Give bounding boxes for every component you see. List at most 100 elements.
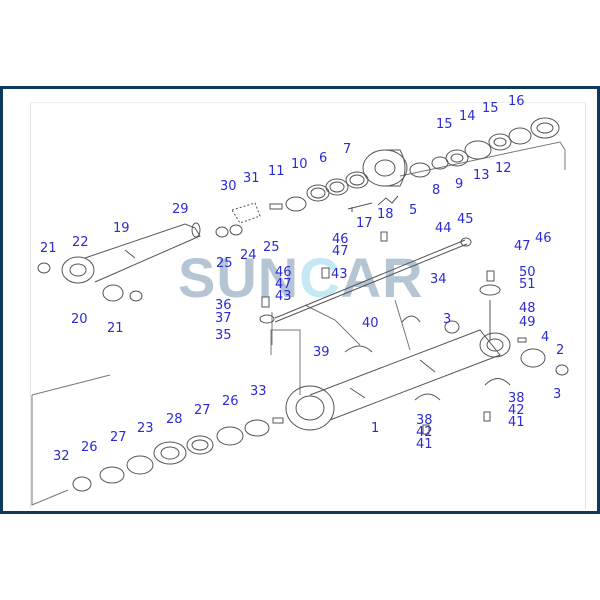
bolt-46 xyxy=(321,267,330,279)
seal-3a xyxy=(444,320,460,334)
bolt-41a xyxy=(422,424,430,435)
part-label: 41 xyxy=(508,415,525,430)
part-label: 47 xyxy=(275,277,292,292)
part-label: 14 xyxy=(459,109,476,124)
part-label: 17 xyxy=(356,216,373,231)
part-label: 47 xyxy=(332,244,349,259)
ring-24 xyxy=(229,224,243,236)
clamp-35 xyxy=(259,314,275,324)
spring-18 xyxy=(377,195,399,206)
part-label: 11 xyxy=(268,164,285,179)
part-label: 42 xyxy=(508,403,525,418)
seal-3b xyxy=(555,364,569,376)
part-label: 28 xyxy=(166,412,183,427)
part-label: 3 xyxy=(443,312,452,327)
part-label: 9 xyxy=(455,177,464,192)
part-label: 18 xyxy=(377,207,394,222)
part-label: 36 xyxy=(215,298,232,313)
flange-48 xyxy=(479,284,501,296)
piston-rod xyxy=(61,222,201,284)
part-label: 41 xyxy=(416,437,433,452)
part-label: 25 xyxy=(263,240,280,255)
part-label: 30 xyxy=(220,179,237,194)
part-label: 46 xyxy=(535,231,552,246)
part-label: 46 xyxy=(275,265,292,280)
part-label: 5 xyxy=(409,203,418,218)
part-label: 27 xyxy=(194,403,211,418)
part-label: 7 xyxy=(343,142,352,157)
part-label: 4 xyxy=(541,330,550,345)
bolt-36 xyxy=(261,296,270,308)
seal-stack-lower xyxy=(72,417,284,492)
part-label: 2 xyxy=(556,343,565,358)
bolt-41b xyxy=(483,411,491,422)
bolt-46b xyxy=(380,231,388,242)
bolt-50 xyxy=(486,270,495,282)
part-label: 10 xyxy=(291,157,308,172)
bushing-2 xyxy=(520,348,546,368)
ring-25 xyxy=(215,226,229,238)
part-label: 29 xyxy=(172,202,189,217)
part-label: 13 xyxy=(473,168,490,183)
part-label: 23 xyxy=(137,421,154,436)
part-label: 19 xyxy=(113,221,130,236)
part-label: 44 xyxy=(435,221,452,236)
part-label: 43 xyxy=(331,267,348,282)
watermark: SUNCAR xyxy=(178,250,424,306)
part-label: 21 xyxy=(107,321,124,336)
part-label: 8 xyxy=(432,183,441,198)
watermark-prefix: SUN xyxy=(178,246,300,309)
part-label: 16 xyxy=(508,94,525,109)
part-label: 45 xyxy=(457,212,474,227)
part-label: 49 xyxy=(519,315,536,330)
part-label: 35 xyxy=(215,328,232,343)
part-label: 26 xyxy=(222,394,239,409)
part-label: 43 xyxy=(275,289,292,304)
part-label: 24 xyxy=(240,248,257,263)
fitting-4 xyxy=(517,337,527,343)
part-label: 33 xyxy=(250,384,267,399)
part-label: 20 xyxy=(71,312,88,327)
part-label: 51 xyxy=(519,277,536,292)
part-label: 22 xyxy=(72,235,89,250)
rings-middle xyxy=(269,171,369,212)
seal-stack-upper xyxy=(409,117,560,178)
clamp-40 xyxy=(401,315,421,323)
part-label: 38 xyxy=(508,391,525,406)
seal-21a xyxy=(37,262,51,274)
tube-34 xyxy=(274,237,472,323)
part-label: 39 xyxy=(313,345,330,360)
part-label: 26 xyxy=(81,440,98,455)
bushing-20 xyxy=(102,284,124,302)
plate-30 xyxy=(231,202,261,224)
cylinder-body xyxy=(285,329,511,431)
part-label: 46 xyxy=(332,232,349,247)
watermark-suffix: AR xyxy=(340,246,424,309)
part-label: 3 xyxy=(553,387,562,402)
part-label: 50 xyxy=(519,265,536,280)
part-label: 42 xyxy=(416,425,433,440)
part-label: 15 xyxy=(436,117,453,132)
part-label: 48 xyxy=(519,301,536,316)
watermark-c: C xyxy=(299,246,341,309)
seal-21b xyxy=(129,290,143,302)
part-label: 1 xyxy=(371,421,380,436)
part-label: 25 xyxy=(216,256,233,271)
part-label: 6 xyxy=(319,151,328,166)
part-label: 40 xyxy=(362,316,379,331)
part-label: 31 xyxy=(243,171,260,186)
part-label: 32 xyxy=(53,449,70,464)
clamp-38a xyxy=(414,393,441,401)
clamp-39 xyxy=(344,345,373,353)
part-label: 34 xyxy=(430,272,447,287)
bolt-17 xyxy=(347,202,373,212)
part-label: 38 xyxy=(416,413,433,428)
part-label: 12 xyxy=(495,161,512,176)
part-label: 37 xyxy=(215,311,232,326)
part-label: 15 xyxy=(482,101,499,116)
part-label: 47 xyxy=(514,239,531,254)
diagram-frame xyxy=(0,86,600,514)
part-label: 27 xyxy=(110,430,127,445)
part-label: 21 xyxy=(40,241,57,256)
